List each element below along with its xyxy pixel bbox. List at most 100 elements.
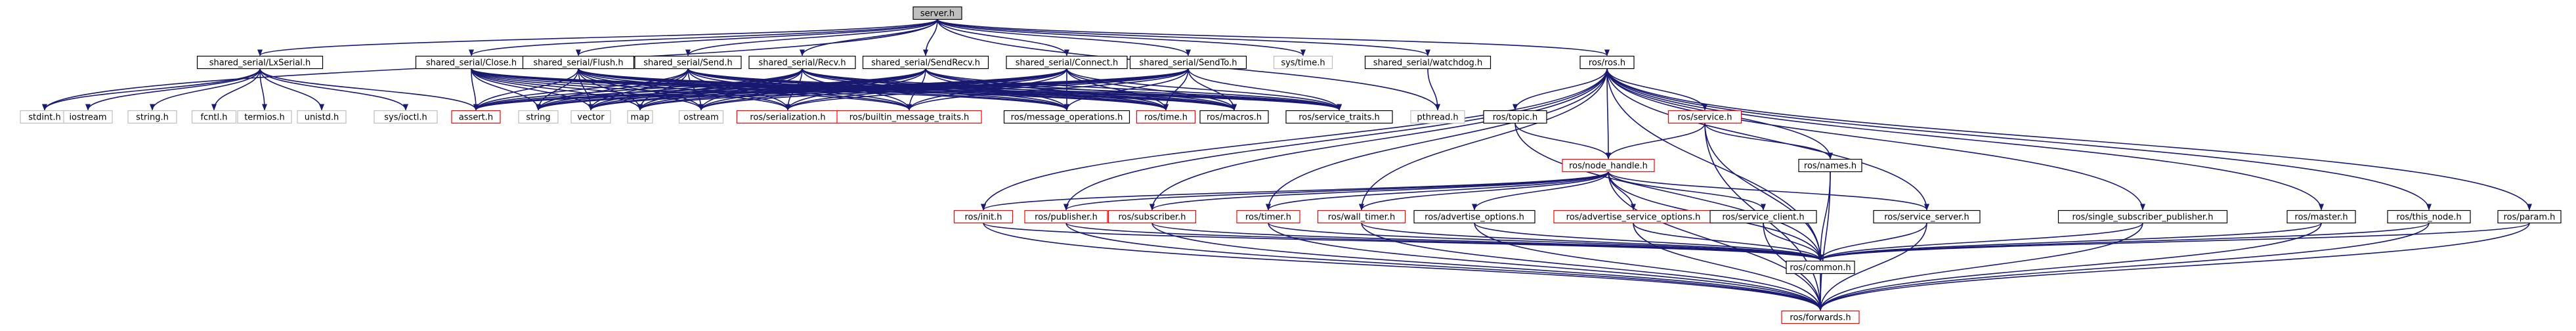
node-label: ostream [683,113,719,123]
edge-shared-serial-sendrecv-h-to-ros-service-traits-h [925,68,1342,111]
node-box [627,110,653,124]
node-shared-serial-sendrecv-h[interactable]: shared_serial/SendRecv.h [862,55,989,70]
node-shared-serial-recv-h[interactable]: shared_serial/Recv.h [748,55,856,70]
node-ros-common-h[interactable]: ros/common.h [1786,260,1855,275]
node-box [191,110,237,124]
node-ros-ros-h[interactable]: ros/ros.h [1579,55,1635,70]
node-box [63,110,113,124]
node-box [1781,310,1860,324]
node-ros-names-h[interactable]: ros/names.h [1798,158,1862,173]
node-ros-this-node-h[interactable]: ros/this_node.h [2387,210,2471,224]
edge-ros-this-node-h-to-ros-common-h [1818,222,2430,261]
node-box [1667,110,1742,124]
node-ros-init-h[interactable]: ros/init.h [953,210,1014,224]
node-box [1236,210,1300,224]
node-ros-node-handle-h[interactable]: ros/node_handle.h [1562,158,1655,173]
node-shared-serial-sendto-h[interactable]: shared_serial/SendTo.h [1129,55,1247,70]
node-label: server.h [920,9,955,19]
edge-ros-ros-h-to-ros-single-subscriber-publisher-h [1606,68,2145,211]
node-label: iostream [69,113,106,123]
edge-shared-serial-connect-h-to-ros-time-h [1066,68,1169,111]
node-box [1317,210,1406,224]
edge-shared-serial-sendrecv-h-to-ros-macros-h [925,68,1237,111]
edge-shared-serial-lxserial-h-to-stdint-h [42,68,261,111]
node-shared-serial-send-h[interactable]: shared_serial/Send.h [634,55,742,70]
node-shared-serial-connect-h[interactable]: shared_serial/Connect.h [1006,55,1128,70]
node-ros-builtin-message-traits-h[interactable]: ros/builtin_message_traits.h [836,110,982,124]
node-label: ros/ros.h [1589,58,1625,68]
node-box [127,110,177,124]
node-box [1483,110,1547,124]
edge-ros-ros-h-to-ros-this-node-h [1606,68,2432,211]
edge-shared-serial-recv-h-to-map [637,68,803,111]
node-label: shared_serial/Connect.h [1016,58,1119,68]
node-box [374,110,438,124]
node-ros-param-h[interactable]: ros/param.h [2497,210,2562,224]
node-ros-wall-timer-h[interactable]: ros/wall_timer.h [1317,210,1406,224]
node-label: ros/names.h [1804,162,1857,171]
edge-shared-serial-flush-h-to-ros-serialization-h [578,68,790,111]
node-label: shared_serial/LxSerial.h [209,58,311,68]
node-label: ros/time.h [1144,113,1188,123]
node-shared-serial-close-h[interactable]: shared_serial/Close.h [415,55,528,70]
node-ros-timer-h[interactable]: ros/timer.h [1236,210,1300,224]
edge-shared-serial-sendrecv-h-to-assert-h [473,68,926,111]
edge-shared-serial-close-h-to-map [471,68,643,111]
edge-shared-serial-lxserial-h-to-iostream [85,68,261,111]
node-ros-message-operations-h[interactable]: ros/message_operations.h [1003,110,1130,124]
node-ros-service-server-h[interactable]: ros/service_server.h [1873,210,1981,224]
node-shared-serial-watchdog-h[interactable]: shared_serial/watchdog.h [1364,55,1492,70]
node-ros-time-h[interactable]: ros/time.h [1136,110,1196,124]
edge-shared-serial-lxserial-h-to-sys-ioctl-h [259,68,408,111]
node-label: ros/single_subscriber_publisher.h [2072,213,2214,223]
node-ros-macros-h[interactable]: ros/macros.h [1199,110,1269,124]
node-label: ros/builtin_message_traits.h [849,113,970,123]
node-ros-service-h[interactable]: ros/service.h [1667,110,1742,124]
edge-shared-serial-recv-h-to-string [536,68,803,111]
edge-ros-subscriber-h-to-ros-forwards-h [1151,223,1823,311]
node-box [1562,158,1655,173]
node-box [1136,110,1196,124]
node-label: shared_serial/Send.h [643,58,733,68]
node-shared-serial-flush-h[interactable]: shared_serial/Flush.h [522,55,635,70]
node-box [1129,55,1247,70]
edge-shared-serial-send-h-to-string [536,68,689,111]
edge-shared-serial-flush-h-to-string [536,68,579,111]
node-ros-forwards-h[interactable]: ros/forwards.h [1781,310,1860,324]
node-box [1364,55,1492,70]
node-ros-advertise-service-options-h[interactable]: ros/advertise_service_options.h [1553,210,1713,224]
node-ros-serialization-h[interactable]: ros/serialization.h [736,110,840,124]
edge-shared-serial-watchdog-h-to-pthread-h [1427,68,1440,111]
node-ros-service-client-h[interactable]: ros/service_client.h [1709,210,1817,224]
node-ros-master-h[interactable]: ros/master.h [2286,210,2356,224]
edge-ros-param-h-to-ros-common-h [1818,222,2530,261]
node-ros-advertise-options-h[interactable]: ros/advertise_options.h [1413,210,1535,224]
edge-ros-service-server-h-to-ros-forwards-h [1818,223,1927,311]
node-shared-serial-lxserial-h[interactable]: shared_serial/LxSerial.h [196,55,324,70]
node-vector: vector [570,110,611,124]
node-label: string.h [136,113,169,123]
node-box [451,110,501,124]
node-ros-topic-h[interactable]: ros/topic.h [1483,110,1547,124]
edge-shared-serial-recv-h-to-ros-service-traits-h [802,68,1342,111]
edge-shared-serial-recv-h-to-assert-h [473,68,803,111]
node-box [196,55,324,70]
node-box [2057,210,2228,224]
node-ros-single-subscriber-publisher-h[interactable]: ros/single_subscriber_publisher.h [2057,210,2228,224]
node-ros-service-traits-h[interactable]: ros/service_traits.h [1285,110,1393,124]
edge-shared-serial-sendto-h-to-ostream [698,68,1189,111]
edge-ros-names-h-to-ros-forwards-h [1818,171,1831,311]
node-assert-h[interactable]: assert.h [451,110,501,124]
node-ros-subscriber-h[interactable]: ros/subscriber.h [1107,210,1197,224]
node-ros-publisher-h[interactable]: ros/publisher.h [1024,210,1108,224]
node-label: fcntl.h [200,113,227,123]
node-server-h[interactable]: server.h [912,6,962,20]
node-box [1006,55,1128,70]
node-box [518,110,559,124]
edge-ros-topic-h-to-ros-common-h [1514,123,1823,261]
edge-ros-ros-h-to-ros-timer-h [1266,68,1608,211]
edge-shared-serial-sendto-h-to-ros-time-h [1163,68,1189,111]
node-box [1107,210,1197,224]
edge-ros-node-handle-h-to-ros-init-h [981,171,1609,211]
